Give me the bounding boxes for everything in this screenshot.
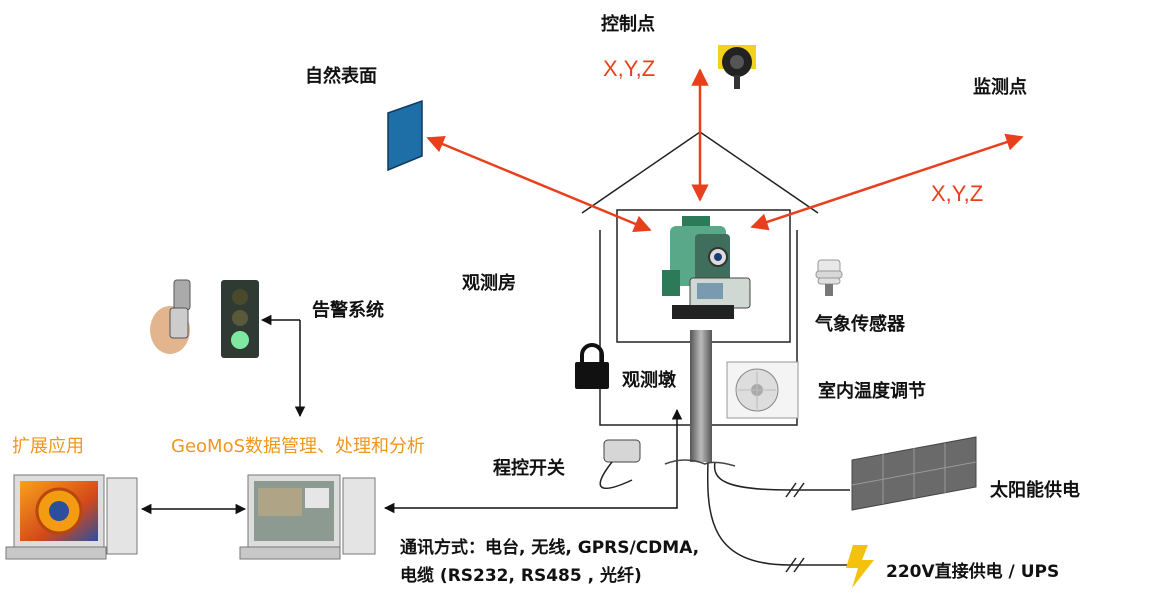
air-conditioner-icon — [726, 361, 799, 419]
comm-connector — [383, 408, 683, 514]
natural-surface-label: 自然表面 — [305, 66, 377, 87]
traffic-light-icon — [221, 280, 259, 358]
alarm-system-label: 告警系统 — [312, 300, 384, 321]
measurement-arrows — [426, 68, 1024, 233]
pier-pole — [690, 330, 712, 462]
prism-icon — [718, 45, 756, 89]
comm-methods-line2: 电缆 (RS232, RS485 , 光纤) — [400, 566, 642, 586]
extended-apps-label: 扩展应用 — [12, 436, 84, 457]
monitor-point-label: 监测点 — [973, 77, 1027, 98]
comm-methods-line1: 通讯方式：电台, 无线, GPRS/CDMA, — [400, 538, 700, 558]
solar-panel-icon — [851, 436, 977, 511]
control-point-label: 控制点 — [601, 14, 655, 35]
geomos-label: GeoMoS数据管理、处理和分析 — [171, 436, 426, 457]
weather-sensor-label: 气象传感器 — [815, 314, 905, 335]
weather-sensor-icon — [815, 259, 843, 296]
natural-surface-panel — [387, 99, 423, 172]
observation-house-label: 观测房 — [462, 273, 516, 294]
computer-right-icon — [239, 474, 376, 560]
observation-pier-label: 观测墩 — [622, 370, 676, 391]
total-station-icon — [662, 216, 751, 319]
indoor-temp-label: 室内温度调节 — [818, 381, 926, 402]
control-xyz-label: X,Y,Z — [603, 56, 656, 81]
power-cables — [664, 459, 850, 573]
lock-icon — [575, 343, 609, 389]
phone-icon — [150, 279, 191, 354]
solar-power-label: 太阳能供电 — [990, 480, 1080, 501]
ac-power-label: 220V直接供电 / UPS — [886, 562, 1060, 582]
lightning-icon — [846, 545, 874, 588]
alarm-connector — [260, 314, 306, 418]
monitor-xyz-label: X,Y,Z — [931, 181, 984, 206]
program-switch-label: 程控开关 — [493, 458, 565, 479]
switch-device-icon — [599, 439, 641, 489]
computer-left-icon — [5, 474, 138, 560]
